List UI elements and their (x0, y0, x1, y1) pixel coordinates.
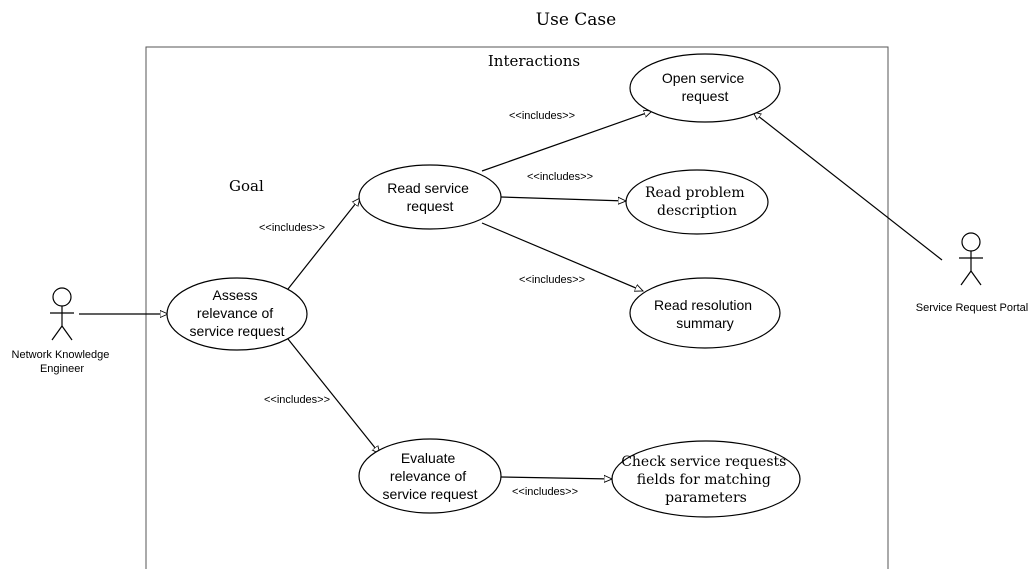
use-case-line: fields for matching (637, 472, 771, 488)
use-case-line: description (657, 203, 737, 219)
read-request-to-read-problem-arrow (500, 196, 626, 201)
includes-label: <<includes>> (264, 394, 330, 406)
use-case-line: relevance of (390, 468, 466, 484)
system-boundary (145, 46, 889, 569)
use-case-line: parameters (665, 490, 747, 506)
use-case-read-request: Read service request (358, 164, 502, 230)
actor-engineer-label: Network Knowledge Engineer (12, 349, 113, 375)
stick-figure-icon (959, 232, 983, 286)
use-case-line: relevance of (197, 305, 273, 321)
use-case-check-fields: Check service requests fields for matchi… (611, 440, 801, 518)
use-case-line: Assess (212, 287, 257, 303)
actor-label-line: Service Request Portal (916, 302, 1029, 314)
diagram-title: Use Case (536, 10, 616, 30)
actor-label-line: Network Knowledge (12, 349, 110, 361)
assess-to-read-request-arrow (287, 198, 360, 290)
stick-figure-icon (50, 287, 74, 341)
svg-text:Assess relevance of: Assess relevance of service request (190, 287, 285, 339)
svg-text:Read service request: Read service request (387, 180, 473, 214)
actor-portal (959, 232, 983, 286)
includes-label: <<includes>> (512, 486, 578, 498)
use-case-line: Read problem (645, 185, 745, 201)
use-case-evaluate: Evaluate relevance of service request (358, 438, 502, 514)
goal-label: Goal (229, 177, 264, 195)
assess-to-evaluate-arrow (287, 338, 380, 454)
includes-label: <<includes>> (519, 274, 585, 286)
actor-engineer (50, 287, 74, 341)
svg-text:Read problem description: Read problem description (645, 185, 749, 219)
use-case-open-request: Open service request (629, 53, 781, 123)
use-case-line: request (682, 88, 729, 104)
read-request-to-open-request-arrow (481, 111, 652, 172)
actor-label-line: Engineer (40, 363, 84, 375)
use-case-line: service request (383, 486, 478, 502)
use-case-assess: Assess relevance of service request (166, 277, 308, 351)
includes-label: <<includes>> (259, 222, 325, 234)
includes-label: <<includes>> (509, 110, 575, 122)
svg-text:Evaluate relevance of: Evaluate relevance of service request (383, 450, 478, 502)
use-case-line: Check service requests (621, 454, 786, 470)
use-case-read-problem: Read problem description (625, 169, 769, 235)
use-case-line: Evaluate (401, 450, 456, 466)
use-case-line: summary (676, 315, 734, 331)
use-case-line: Read resolution (654, 297, 752, 313)
portal-to-open-request-arrow (753, 112, 943, 261)
boundary-title: Interactions (488, 52, 580, 70)
use-case-read-resolution: Read resolution summary (629, 277, 781, 349)
use-case-line: service request (190, 323, 285, 339)
svg-text:Check service requests f: Check service requests fields for matchi… (621, 454, 791, 506)
use-case-line: Read service (387, 180, 469, 196)
svg-text:Read resolution summary: Read resolution summary (654, 297, 756, 331)
includes-label: <<includes>> (527, 171, 593, 183)
actor-portal-label: Service Request Portal (916, 302, 1029, 314)
use-case-line: request (407, 198, 454, 214)
read-request-to-read-resolution-arrow (481, 222, 643, 291)
evaluate-to-check-fields-arrow (500, 477, 612, 479)
use-case-line: Open service (662, 70, 745, 86)
svg-text:Open service request: Open service request (662, 70, 748, 104)
